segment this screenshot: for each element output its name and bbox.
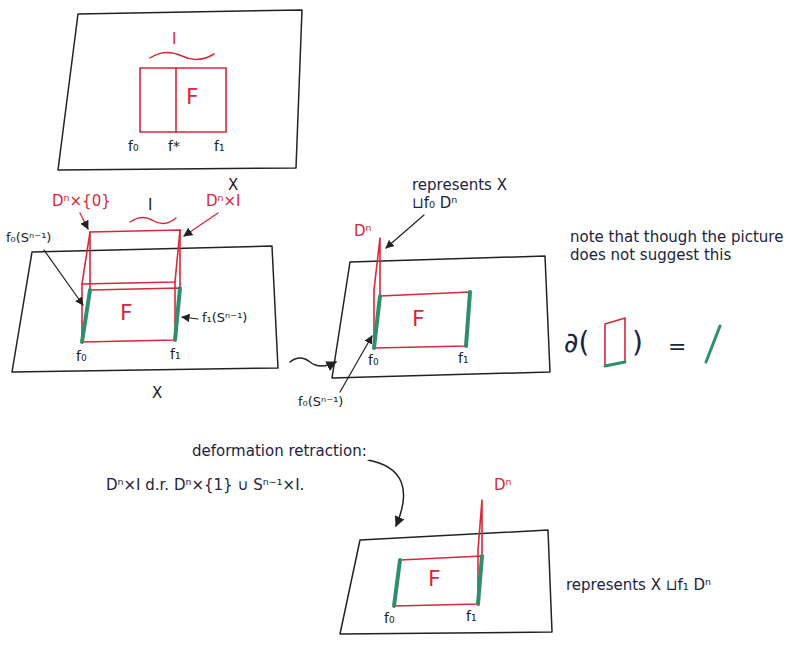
math-label: = <box>666 334 688 360</box>
math-label: Dⁿ×I <box>204 192 243 210</box>
math-label: X <box>150 384 164 402</box>
math-label: f₀(Sⁿ⁻¹) <box>296 394 345 410</box>
math-label: Dⁿ×I d.r. Dⁿ×{1} ∪ Sⁿ⁻¹×I. <box>104 476 306 494</box>
disk-wall <box>478 500 482 604</box>
tilde <box>150 52 214 59</box>
square <box>394 556 482 606</box>
math-label: represents X ⊔f₀ Dⁿ <box>410 176 534 212</box>
square-line <box>175 68 177 132</box>
plane <box>332 256 550 378</box>
math-label: f₁(Sⁿ⁻¹) <box>200 310 249 326</box>
math-label: f₁ <box>464 608 479 625</box>
math-label: F <box>184 84 201 110</box>
square <box>82 288 180 342</box>
cube-top <box>82 230 180 284</box>
math-label: f₁ <box>168 346 183 363</box>
math-label: f₀ <box>126 138 141 155</box>
math-label: ∂( <box>562 326 591 360</box>
math-label: I <box>170 30 178 48</box>
math-label: Dⁿ×{0} <box>50 192 113 210</box>
math-label: I <box>146 196 154 214</box>
math-label: f₀(Sⁿ⁻¹) <box>4 230 53 246</box>
math-label: deformation retraction: <box>190 442 369 460</box>
green-edge <box>706 326 720 362</box>
math-label: f₀ <box>366 352 381 369</box>
math-label: f₁ <box>456 350 471 367</box>
math-label: ) <box>630 326 645 360</box>
tilde <box>130 217 176 223</box>
math-label: note that though the picture does not su… <box>568 228 787 264</box>
disk-wall <box>374 238 380 348</box>
plane <box>58 10 302 170</box>
math-label: Dⁿ <box>352 222 374 240</box>
curved-arrow <box>368 460 404 526</box>
math-label: f* <box>166 138 182 155</box>
wall-sketch <box>605 318 625 366</box>
square <box>140 68 226 132</box>
green-edge <box>175 288 180 340</box>
math-label: represents X ⊔f₁ Dⁿ <box>564 576 713 594</box>
math-label: F <box>410 306 427 332</box>
green-edge <box>82 290 90 342</box>
square <box>374 292 470 348</box>
math-label: F <box>118 300 135 326</box>
math-label: Dⁿ <box>492 476 514 494</box>
math-label: F <box>426 566 443 592</box>
math-label: f₁ <box>212 138 227 155</box>
math-label: f₀ <box>74 348 89 365</box>
plane <box>12 246 278 372</box>
math-label: f₀ <box>382 610 397 627</box>
leads-to-arrow <box>290 358 336 366</box>
plane <box>340 530 552 634</box>
